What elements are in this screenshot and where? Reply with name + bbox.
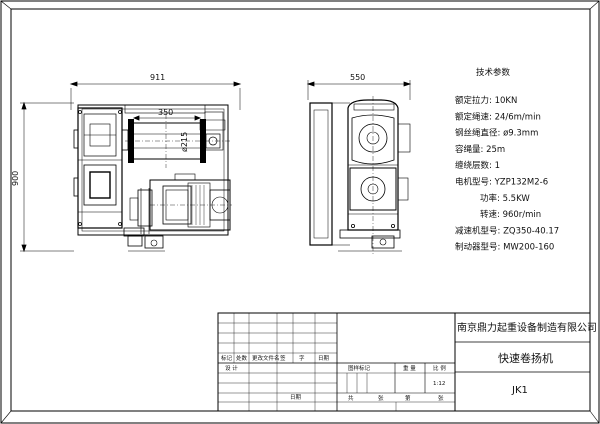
electric-motor [149, 173, 232, 231]
product-name: 快速卷扬机 [498, 351, 553, 365]
spec-item: 电机型号: YZP132M2-6 [455, 177, 548, 188]
brake-assembly [129, 188, 153, 234]
spec-item: 减速机型号: ZQ350-40.17 [455, 225, 559, 236]
front-feet [123, 227, 165, 252]
dim-drum-length: 350 [132, 108, 202, 121]
dim-drum-diameter: ø215 [180, 132, 189, 152]
side-width-label: 550 [350, 73, 365, 82]
side-view: 550 [306, 73, 412, 255]
spec-item: 钢丝绳直径: ø9.3mm [455, 128, 538, 139]
spec-panel: 技术参数 额定拉力: 10KN 额定绳速: 24/6m/min 钢丝绳直径: ø9.… [455, 67, 559, 253]
overall-width-label: 911 [150, 73, 165, 82]
spec-title: 技术参数 [476, 67, 511, 78]
design-label: 设 计 [225, 364, 238, 372]
rev-header-count: 处数 [236, 354, 248, 362]
dim-side-width: 550 [306, 73, 412, 100]
spec-item: 制动器型号: MW200-160 [455, 242, 554, 253]
spec-item: 额定拉力: 10KN [455, 95, 517, 106]
overall-height-label: 900 [11, 171, 20, 186]
spec-item: 缠绕层数: 1 [455, 160, 500, 171]
total-label: 共 [348, 394, 354, 402]
spec-item: 容绳量: 25m [455, 144, 505, 155]
rev-header-sign: 签 [280, 354, 286, 362]
rev-header-mark: 标记 [221, 354, 233, 362]
title-block: 标记 处数 更改文件名 签 字 日期 设 计 日期 图样标记 重 量 比 例 1… [217, 312, 597, 412]
drum-diameter-label: ø215 [180, 132, 189, 152]
company-name: 南京鼎力起重设备制造有限公司 [457, 321, 597, 334]
drum-length-label: 350 [158, 108, 173, 117]
rev-header-date: 日期 [318, 355, 330, 362]
dim-overall-width: 911 [69, 73, 242, 110]
scale-label: 比 例 [433, 364, 446, 372]
sheet-no-label: 第 [405, 394, 411, 402]
gearbox-front [73, 107, 129, 229]
sheets-label: 张 [378, 394, 384, 402]
rev-header-file: 更改文件名 [252, 354, 280, 362]
drawing-code: JK1 [511, 385, 528, 396]
spec-item: 转速: 960r/min [480, 209, 541, 220]
scale-value: 1:12 [433, 381, 445, 387]
stage-label: 图样标记 [348, 364, 371, 372]
spec-item: 额定绳速: 24/6m/min [455, 111, 541, 122]
spec-list: 额定拉力: 10KN 额定绳速: 24/6m/min 钢丝绳直径: ø9.3mm 容绳… [455, 95, 559, 253]
weight-label: 重 量 [403, 364, 416, 372]
side-base [338, 229, 402, 252]
front-view: 911 900 [11, 73, 242, 253]
sheets2-label: 张 [438, 394, 444, 402]
date-label: 日期 [290, 394, 302, 401]
dim-overall-height: 900 [11, 101, 74, 253]
winch-drum [125, 114, 230, 168]
rev-header-char: 字 [299, 354, 305, 362]
gearbox-side [347, 96, 411, 255]
spec-item: 功率: 5.5KW [480, 193, 530, 204]
